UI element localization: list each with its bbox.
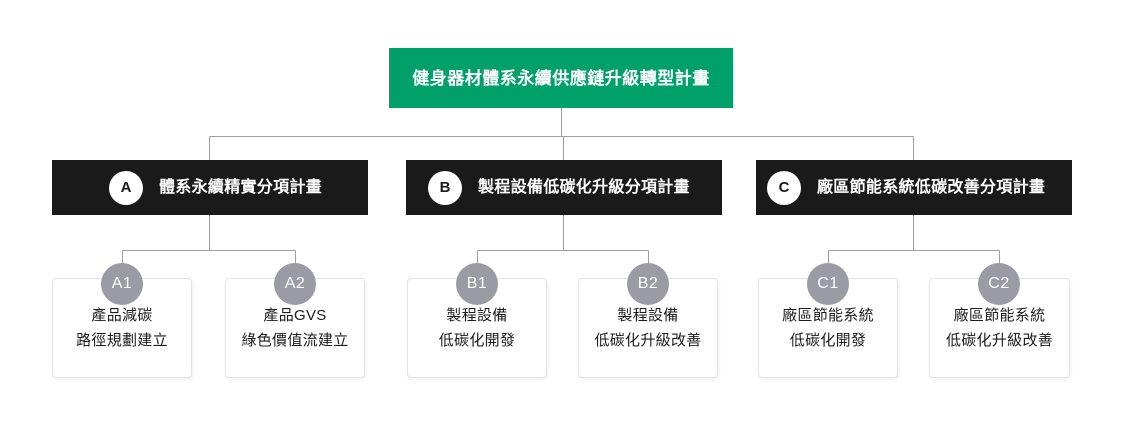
leaf-badge-b2: B2 xyxy=(627,263,669,305)
branch-label-a: 體系永續精實分項計畫 xyxy=(159,178,323,196)
branch-badge-b: B xyxy=(428,170,462,205)
leaf-card-c1-line2: 低碳化開發 xyxy=(789,332,867,349)
root-node-label: 健身器材體系永續供應鏈升級轉型計畫 xyxy=(412,68,710,88)
leaf-card-a2-line1: 產品GVS xyxy=(263,307,327,324)
leaf-badge-a2: A2 xyxy=(274,263,316,305)
leaf-card-c2-line2: 低碳化升級改善 xyxy=(945,332,1054,349)
leaf-card-b1-line2: 低碳化開發 xyxy=(438,332,516,349)
branch-node-c[interactable]: C 廠區節能系統低碳改善分項計畫 xyxy=(756,160,1072,215)
branch-label-b: 製程設備低碳化升級分項計畫 xyxy=(478,178,690,196)
leaf-card-a2[interactable]: 產品GVS 綠色價值流建立 xyxy=(225,278,365,378)
leaf-card-c1[interactable]: 廠區節能系統 低碳化開發 xyxy=(758,278,898,378)
leaf-card-b2-line1: 製程設備 xyxy=(617,307,679,324)
leaf-badge-c1: C1 xyxy=(807,263,849,305)
branch-label-c: 廠區節能系統低碳改善分項計畫 xyxy=(817,178,1046,196)
branch-node-a[interactable]: A 體系永續精實分項計畫 xyxy=(52,160,368,215)
leaf-badge-a1: A1 xyxy=(101,263,143,305)
leaf-card-a1-line1: 產品減碳 xyxy=(91,307,153,324)
leaf-card-a2-line2: 綠色價值流建立 xyxy=(241,332,349,349)
leaf-badge-b1: B1 xyxy=(456,263,498,305)
leaf-card-b1-line1: 製程設備 xyxy=(446,307,508,324)
leaf-card-c2-line1: 廠區節能系統 xyxy=(953,307,1046,324)
branch-badge-a: A xyxy=(109,170,143,205)
branch-badge-c: C xyxy=(767,170,801,205)
branch-node-b[interactable]: B 製程設備低碳化升級分項計畫 xyxy=(406,160,722,215)
leaf-badge-c2: C2 xyxy=(978,263,1020,305)
leaf-card-b2-line2: 低碳化升級改善 xyxy=(594,332,702,349)
leaf-card-a1-line2: 路徑規劃建立 xyxy=(76,332,168,349)
leaf-card-c1-line1: 廠區節能系統 xyxy=(782,307,874,324)
root-node[interactable]: 健身器材體系永續供應鏈升級轉型計畫 xyxy=(389,48,733,108)
